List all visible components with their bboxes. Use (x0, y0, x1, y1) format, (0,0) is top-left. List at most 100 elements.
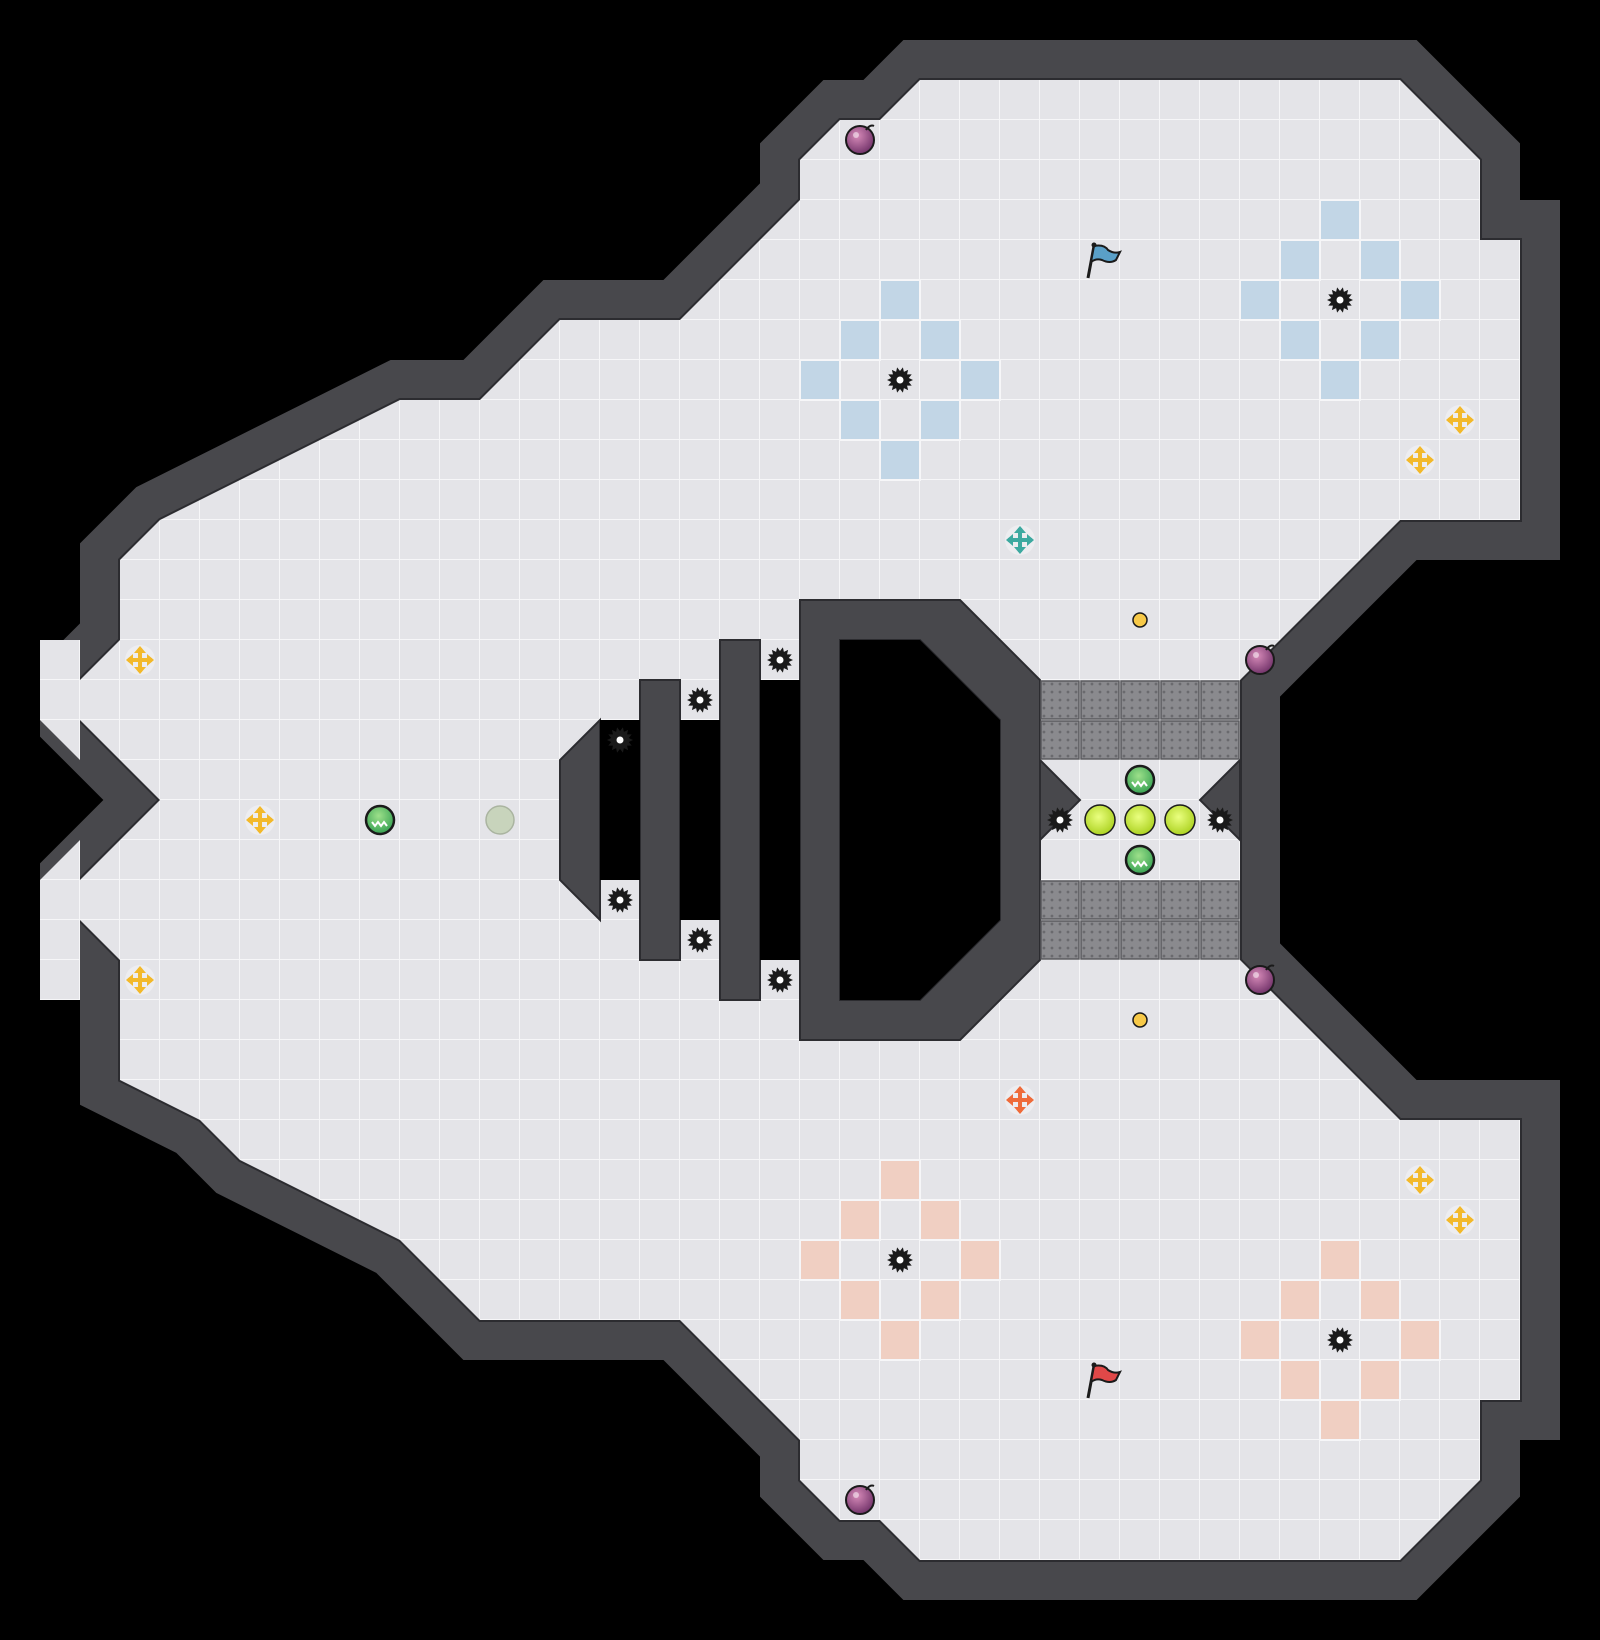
powerup-icon (1124, 764, 1156, 796)
red-team-tile (1319, 1239, 1361, 1281)
red-team-tile (799, 1239, 841, 1281)
blue-team-tile (799, 359, 841, 401)
gate-tile (1160, 920, 1200, 960)
boost-icon (1445, 1205, 1475, 1235)
pillar-wall (719, 639, 761, 1001)
blue-team-tile (919, 319, 961, 361)
pillar-wall (639, 679, 681, 961)
powerup-icon (1124, 844, 1156, 876)
spike-icon (607, 887, 633, 913)
gate-tile (1120, 720, 1160, 760)
spike-icon (767, 647, 793, 673)
spike-icon (1207, 807, 1233, 833)
blue-team-tile (1319, 359, 1361, 401)
gate-tile (1080, 680, 1120, 720)
gate-tile (1160, 680, 1200, 720)
spike-icon (1047, 807, 1073, 833)
spike-icon (687, 927, 713, 953)
blue-team-tile (1359, 239, 1401, 281)
map-objects (125, 124, 1475, 1515)
floor-notch (40, 840, 80, 1000)
gate-tile (1120, 920, 1160, 960)
red-team-tile (1279, 1279, 1321, 1321)
red-team-tile (839, 1279, 881, 1321)
red-flag-icon (1086, 1362, 1122, 1399)
button-icon (1132, 1012, 1148, 1028)
inner-walls (559, 599, 1241, 1041)
inactive-powerup-icon (485, 805, 515, 835)
bomb-icon (1245, 964, 1275, 995)
blue-team-tile (919, 399, 961, 441)
red-team-tile (1319, 1399, 1361, 1441)
void (840, 640, 1000, 1000)
gate-tile (1200, 920, 1240, 960)
red-team-tile (1279, 1359, 1321, 1401)
team-tiles (799, 199, 1441, 1441)
void (680, 720, 720, 920)
blue-team-tile (1359, 319, 1401, 361)
gate-tile (1040, 720, 1080, 760)
blue-team-tile (839, 319, 881, 361)
gate-tile (1040, 680, 1080, 720)
red-team-tile (959, 1239, 1001, 1281)
bomb-icon (845, 1484, 875, 1515)
red-team-tile (879, 1319, 921, 1361)
floor-notch (40, 640, 80, 760)
gate-tile (1200, 680, 1240, 720)
gate-tile (1080, 920, 1120, 960)
blue-team-tile (1399, 279, 1441, 321)
boost-icon (125, 645, 155, 675)
blue-team-tile (879, 439, 921, 481)
red-team-tile (1359, 1359, 1401, 1401)
boost-icon (1005, 1085, 1035, 1115)
gate-tile (1120, 680, 1160, 720)
spike-icon (687, 687, 713, 713)
blue-flag-icon (1086, 242, 1122, 279)
red-team-tile (1239, 1319, 1281, 1361)
red-team-tile (839, 1199, 881, 1241)
powerup-icon (364, 804, 396, 836)
portal-icon (1084, 804, 1116, 836)
spike-icon (887, 367, 913, 393)
boost-icon (125, 965, 155, 995)
spike-icon (1327, 287, 1353, 313)
spike-icon (1327, 1327, 1353, 1353)
gate-tile (1040, 920, 1080, 960)
blue-team-tile (1239, 279, 1281, 321)
blue-team-tile (1319, 199, 1361, 241)
red-team-tile (1399, 1319, 1441, 1361)
red-team-tile (919, 1199, 961, 1241)
blue-team-tile (879, 279, 921, 321)
blue-team-tile (839, 399, 881, 441)
spike-icon (607, 727, 633, 753)
gate-tile (1200, 880, 1240, 920)
boost-icon (1405, 445, 1435, 475)
spike-icon (887, 1247, 913, 1273)
gate-tile (1120, 880, 1160, 920)
boost-icon (1005, 525, 1035, 555)
blue-team-tile (959, 359, 1001, 401)
bomb-icon (845, 124, 875, 155)
gate-tile (1040, 880, 1080, 920)
gate-tile (1160, 720, 1200, 760)
spike-icon (767, 967, 793, 993)
portal-icon (1124, 804, 1156, 836)
gate-tile (1080, 720, 1120, 760)
gate-tile (1160, 880, 1200, 920)
blue-team-tile (1279, 239, 1321, 281)
gate-tile (1200, 720, 1240, 760)
boost-icon (245, 805, 275, 835)
bomb-icon (1245, 644, 1275, 675)
red-team-tile (1359, 1279, 1401, 1321)
button-icon (1132, 612, 1148, 628)
boost-icon (1445, 405, 1475, 435)
gate-tile (1080, 880, 1120, 920)
gates (1040, 680, 1240, 960)
blue-team-tile (1279, 319, 1321, 361)
red-team-tile (879, 1159, 921, 1201)
portal-icon (1164, 804, 1196, 836)
boost-icon (1405, 1165, 1435, 1195)
red-team-tile (919, 1279, 961, 1321)
